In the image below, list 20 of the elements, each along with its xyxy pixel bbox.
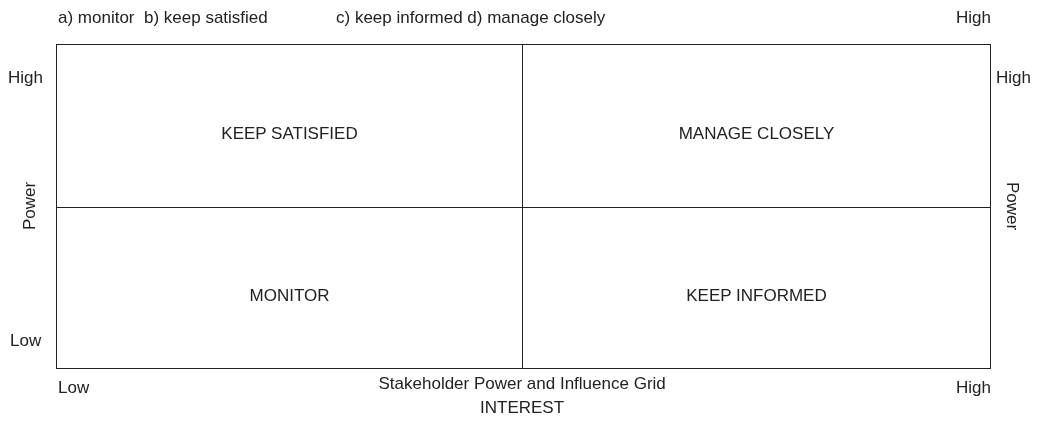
quadrant-box [56,207,523,369]
axis-label: High [956,8,991,28]
axis-title: INTEREST [480,398,565,418]
axis-label: Low [10,331,42,351]
axis-title: Power [20,181,41,231]
axis-label: High [996,68,1031,88]
axis-label: High [956,378,991,398]
axis-title: Power [1002,181,1023,231]
quadrant-label: KEEP SATISFIED [221,124,358,144]
legend-note: c) keep informed d) manage closely [336,8,606,28]
quadrant-label: MANAGE CLOSELY [678,124,835,144]
quadrant-box [522,44,991,208]
legend-note: a) monitor b) keep satisfied [58,8,268,28]
quadrant-label: MONITOR [249,286,330,306]
quadrant-box [56,44,523,208]
axis-label: Low [58,378,90,398]
chart-title: Stakeholder Power and Influence Grid [378,374,666,394]
quadrant-box [522,207,991,369]
quadrant-label: KEEP INFORMED [686,286,827,306]
axis-label: High [8,68,43,88]
